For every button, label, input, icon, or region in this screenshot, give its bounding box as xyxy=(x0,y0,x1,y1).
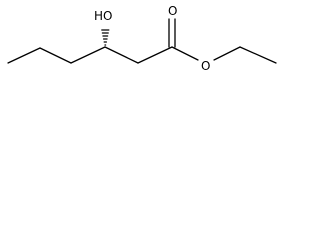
bond-c5-c6 xyxy=(137,46,173,64)
bond-c4-c5 xyxy=(104,46,139,64)
chemical-structure: HO O O xyxy=(7,4,277,73)
ester-oxygen-label: O xyxy=(201,59,210,73)
bond-c7-c8 xyxy=(239,46,277,64)
hashed-wedge-bond xyxy=(101,29,110,46)
carbonyl-oxygen-label: O xyxy=(168,4,177,18)
bond-c3-c4 xyxy=(70,46,106,64)
bond-c6-o xyxy=(171,46,199,61)
bond-c1-c2 xyxy=(7,47,41,64)
bond-c2-c3 xyxy=(39,47,72,64)
bond-o-c7 xyxy=(213,46,241,61)
hydroxyl-label: HO xyxy=(94,9,112,23)
